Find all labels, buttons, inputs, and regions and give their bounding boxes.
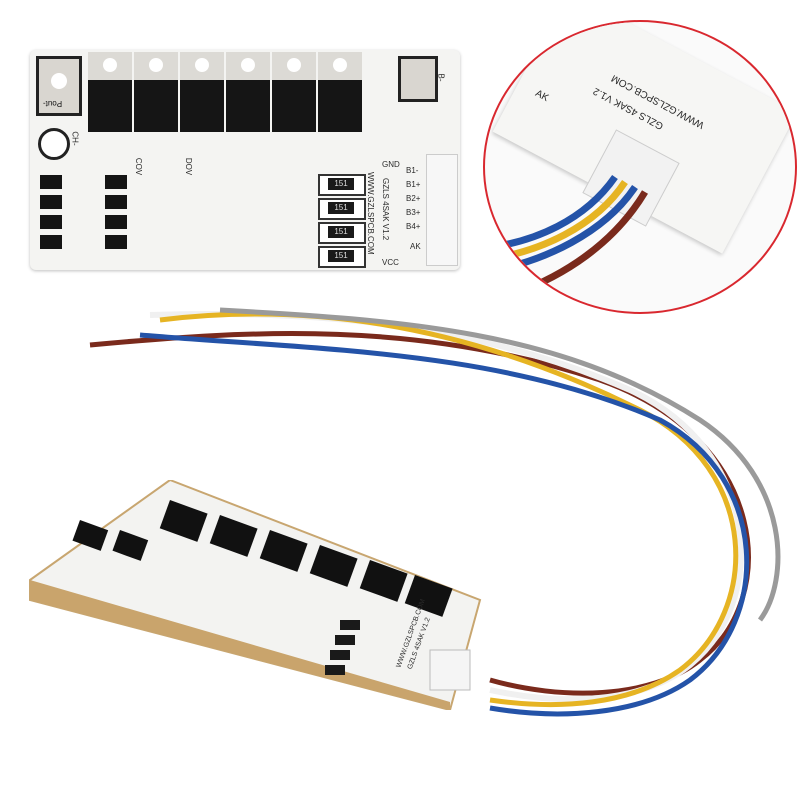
pin-label-b4-plus: B4+ — [406, 222, 421, 231]
bms-board-angled-view: WWW.GZLSPCB.COM GZLS 4SAK V1.2 — [20, 480, 540, 710]
mosfet — [180, 52, 224, 132]
ic-chip — [105, 215, 127, 229]
ic-chip — [40, 215, 62, 229]
inset-wires — [485, 174, 649, 301]
mounting-hole — [38, 128, 70, 160]
ic-chip — [105, 175, 127, 189]
bms-board-top-view: Pout- B- CH- COV DOV 151 151 151 151 WWW… — [30, 50, 460, 270]
mosfet — [134, 52, 178, 132]
ic-chip — [40, 195, 62, 209]
resistor: 151 — [318, 246, 366, 268]
pin-label-b3-plus: B3+ — [406, 208, 421, 217]
mosfet — [226, 52, 270, 132]
pout-pad: Pout- — [36, 56, 82, 116]
pin-label-b2-plus: B2+ — [406, 194, 421, 203]
resistor: 151 — [318, 198, 366, 220]
mosfet — [318, 52, 362, 132]
ic-chip — [40, 235, 62, 249]
mosfet — [272, 52, 316, 132]
gnd-label: GND — [382, 160, 400, 169]
mosfet — [88, 52, 132, 132]
ic-chip — [40, 175, 62, 189]
b-minus-pad: B- — [398, 56, 446, 102]
vcc-label: VCC — [382, 258, 399, 267]
pin-label-b1-minus: B1- — [406, 166, 419, 175]
resistor: 151 — [318, 174, 366, 196]
ic-chip — [105, 195, 127, 209]
pin-label-b1-plus: B1+ — [406, 180, 421, 189]
ak-label: AK — [410, 242, 421, 251]
connector-detail-inset: WWW.GZLSPCB.COM GZLS 4SAK V1.2 AK — [483, 20, 797, 314]
balance-connector — [426, 154, 458, 266]
resistor: 151 — [318, 222, 366, 244]
ic-chip — [105, 235, 127, 249]
bottom-board-shape — [29, 480, 482, 710]
